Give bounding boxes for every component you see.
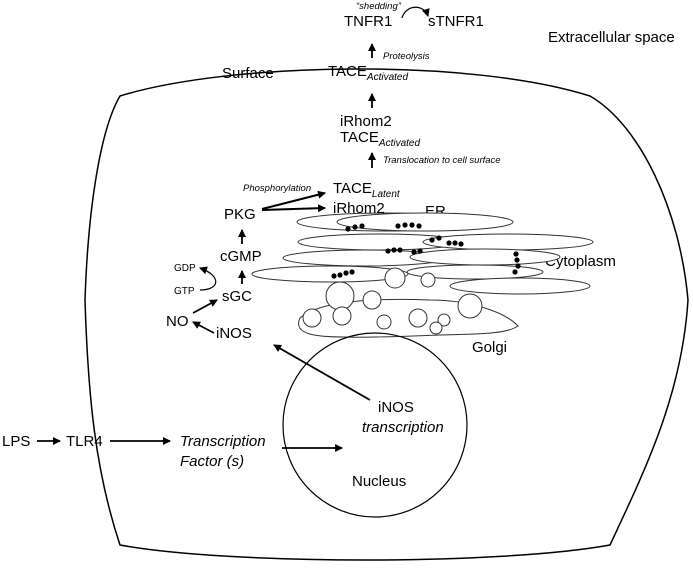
inos-transcription-line2: transcription xyxy=(362,419,444,436)
nucleus xyxy=(282,332,468,518)
shedding-label: “shedding” xyxy=(356,1,402,12)
pkg-to-tace-arrow xyxy=(261,190,326,210)
surface-label: Surface xyxy=(222,65,274,82)
ribosomes xyxy=(331,222,521,279)
cgmp-label: cGMP xyxy=(220,248,262,265)
extracellular-space-label: Extracellular space xyxy=(548,29,675,46)
lps-label: LPS xyxy=(2,433,30,450)
phosphorylation-label: Phosphorylation xyxy=(243,183,311,194)
transcription-factor-line1: Transcription xyxy=(180,433,266,450)
tace-activated-complex-label: TACEActivated xyxy=(340,129,420,149)
cell-membrane xyxy=(84,68,689,561)
gtp-label: GTP xyxy=(174,286,195,297)
nucleus-label: Nucleus xyxy=(352,473,406,490)
irhom2-er-label: iRhom2 xyxy=(333,200,385,217)
transcription-to-inos-arrow xyxy=(273,344,371,401)
irhom2-complex-label: iRhom2 xyxy=(340,113,392,130)
no-label: NO xyxy=(166,313,189,330)
golgi-label: Golgi xyxy=(472,339,507,356)
inos-to-no-arrow xyxy=(192,321,215,334)
translocation-label: Translocation to cell surface xyxy=(383,155,501,166)
golgi-apparatus xyxy=(298,267,519,338)
tnfr1-label: TNFR1 xyxy=(344,13,392,30)
inos-transcription-line1: iNOS xyxy=(378,399,414,416)
tlr4-label: TLR4 xyxy=(66,433,103,450)
proteolysis-label: Proteolysis xyxy=(383,51,430,62)
tace-latent-label: TACELatent xyxy=(333,180,401,200)
gtp-to-gdp-arrow xyxy=(199,266,217,291)
cytoplasm-label: Cytoplasm xyxy=(545,253,616,270)
transcription-factor-line2: Factor (s) xyxy=(180,453,244,470)
stnfr1-label: sTNFR1 xyxy=(428,13,484,30)
pkg-to-irhom2-arrow xyxy=(261,204,326,213)
inos-label: iNOS xyxy=(216,325,252,342)
no-to-sgc-arrow xyxy=(192,299,218,314)
pkg-label: PKG xyxy=(224,206,256,223)
tace-activated-surface-label: TACEActivated xyxy=(328,63,408,83)
sgc-label: sGC xyxy=(222,288,252,305)
gdp-label: GDP xyxy=(174,263,196,274)
shedding-arrow xyxy=(401,6,430,19)
